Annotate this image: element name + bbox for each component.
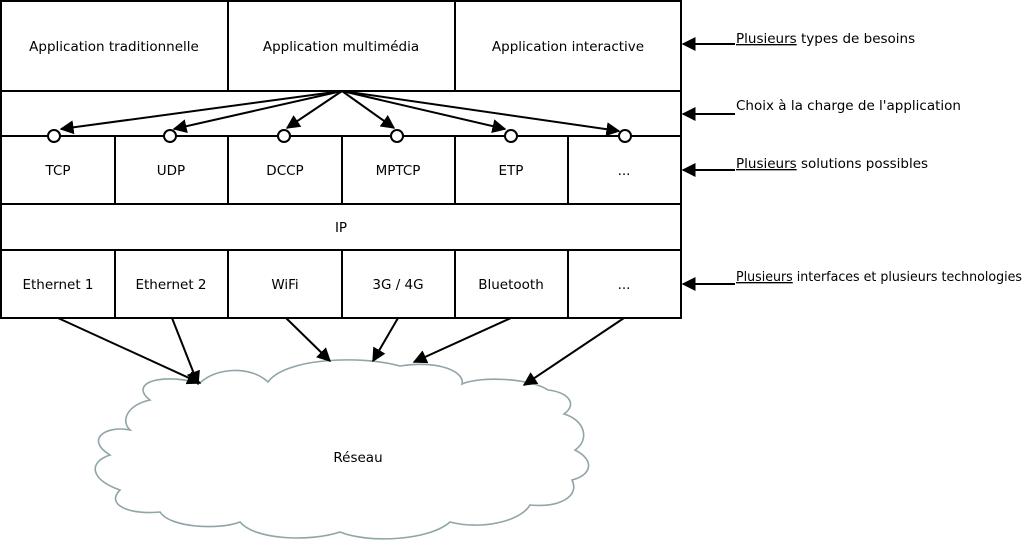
transport-label-udp: UDP: [157, 163, 185, 179]
selection-endpoint-circle: [277, 129, 291, 143]
selection-endpoint-circle: [47, 129, 61, 143]
transport-layer: TCP UDP DCCP MPTCP ETP ...: [0, 135, 682, 205]
selection-band: [0, 90, 682, 137]
interface-box-3g4g: [341, 249, 456, 319]
transport-label-mptcp: MPTCP: [376, 163, 421, 179]
interface-label-more: ...: [618, 277, 631, 293]
selection-endpoint-circle: [163, 129, 177, 143]
network-cloud-label: Réseau: [333, 450, 382, 466]
annotation-text-rest: solutions possibles: [797, 156, 928, 172]
transport-box-etp: [454, 135, 569, 205]
selection-arrow-mptcp: [341, 90, 396, 129]
annotation-text-rest: Choix à la charge de l'application: [736, 98, 961, 114]
app-label-multimedia: Application multimédia: [263, 39, 419, 55]
transport-label-dccp: DCCP: [266, 163, 303, 179]
annotation-text-prefix: Plusieurs: [736, 156, 797, 172]
ip-layer-box: [0, 203, 682, 251]
annotation-text-prefix: Plusieurs: [736, 269, 793, 285]
interface-label-bluetooth: Bluetooth: [478, 277, 544, 293]
selection-endpoint-circle: [618, 129, 632, 143]
network-arrow-3g4g: [372, 317, 399, 363]
transport-label-etp: ETP: [499, 163, 524, 179]
transport-box-dccp: [227, 135, 343, 205]
interface-box-more: [567, 249, 682, 319]
interface-label-ethernet2: Ethernet 2: [135, 277, 206, 293]
annotation-text-choice: Choix à la charge de l'application: [736, 98, 961, 114]
interface-label-ethernet1: Ethernet 1: [22, 277, 93, 293]
app-box-interactive: [454, 0, 682, 92]
interface-label-3g4g: 3G / 4G: [372, 277, 423, 293]
network-arrow-wifi: [285, 317, 332, 362]
annotation-text-needs: Plusieurs types de besoins: [736, 31, 915, 47]
network-cloud: [94, 359, 590, 540]
interface-layer: Ethernet 1 Ethernet 2 WiFi 3G / 4G Bluet…: [0, 249, 682, 319]
interface-box-ethernet2: [114, 249, 229, 319]
app-label-traditional: Application traditionnelle: [29, 39, 199, 55]
transport-label-more: ...: [618, 163, 631, 179]
network-arrow-ethernet2: [171, 317, 200, 386]
annotation-text-solutions: Plusieurs solutions possibles: [736, 156, 928, 172]
selection-arrow-etp: [341, 90, 507, 133]
ip-layer-label: IP: [335, 220, 347, 236]
app-box-traditional: [0, 0, 229, 92]
selection-arrow-dccp: [285, 90, 343, 129]
network-arrow-bluetooth: [412, 317, 512, 364]
selection-arrow-udp: [172, 90, 343, 134]
selection-arrows: [47, 90, 632, 143]
selection-arrow-tcp: [59, 90, 343, 135]
annotation-arrows: [681, 37, 735, 291]
annotation-text-rest: interfaces et plusieurs technologies: [793, 269, 1022, 285]
interface-label-wifi: WiFi: [271, 277, 298, 293]
selection-endpoint-circle: [504, 129, 518, 143]
app-label-interactive: Application interactive: [492, 39, 644, 55]
selection-endpoint-circle: [390, 129, 404, 143]
app-box-multimedia: [227, 0, 456, 92]
annotation-text-interfaces: Plusieurs interfaces et plusieurs techno…: [736, 269, 1022, 285]
transport-label-tcp: TCP: [44, 163, 70, 179]
network-arrow-ethernet1: [57, 317, 202, 385]
interface-box-wifi: [227, 249, 343, 319]
network-arrow-more: [522, 317, 625, 386]
network-arrows: [57, 317, 625, 386]
annotation-text-rest: types de besoins: [797, 31, 915, 47]
selection-arrow-more: [341, 90, 621, 137]
application-layer: Application traditionnelle Application m…: [0, 0, 682, 92]
annotation-text-prefix: Plusieurs: [736, 31, 797, 47]
